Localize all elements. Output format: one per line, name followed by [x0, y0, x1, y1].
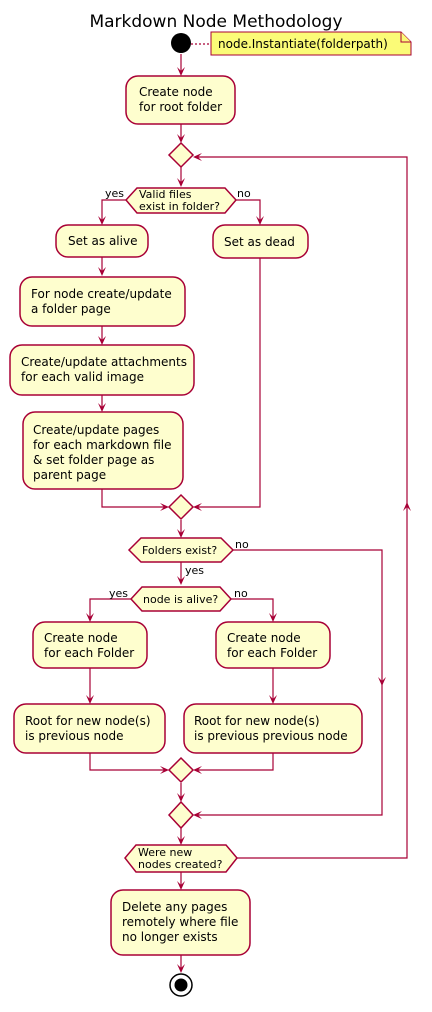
- merge-valid-branches: [167, 493, 195, 521]
- svg-text:for each Folder: for each Folder: [44, 646, 134, 660]
- svg-text:for each valid image: for each valid image: [21, 370, 144, 384]
- label-folders-yes: yes: [185, 564, 204, 577]
- diagram-title: Markdown Node Methodology: [89, 12, 342, 32]
- decision-new-nodes: Were new nodes created?: [124, 844, 238, 873]
- note-text: node.Instantiate(folderpath): [218, 37, 388, 51]
- svg-text:is previous node: is previous node: [25, 729, 123, 743]
- svg-text:Root for new node(s): Root for new node(s): [25, 714, 151, 728]
- merge-alive-branches: [167, 756, 195, 784]
- label-alive-no: no: [234, 587, 248, 600]
- svg-text:node is alive?: node is alive?: [143, 593, 218, 606]
- svg-text:Were new: Were new: [138, 846, 192, 859]
- decision-node-alive: node is alive?: [129, 586, 233, 612]
- activity-create-root: Create node for root folder: [125, 75, 236, 125]
- svg-text:parent page: parent page: [33, 468, 106, 482]
- svg-text:remotely where file: remotely where file: [122, 915, 238, 929]
- label-folders-no: no: [235, 538, 249, 551]
- label-alive-yes: yes: [109, 587, 128, 600]
- merge-folders-branches: [167, 800, 195, 830]
- svg-text:Create node: Create node: [44, 631, 118, 645]
- svg-text:For node create/update: For node create/update: [31, 287, 172, 301]
- start-node: [171, 33, 191, 53]
- decision-valid-files: Valid files exist in folder?: [125, 187, 237, 214]
- decision-folders-exist: Folders exist?: [127, 537, 235, 563]
- svg-text:no longer exists: no longer exists: [122, 930, 218, 944]
- activity-create-node-dead: Create node for each Folder: [215, 621, 331, 669]
- svg-text:for root folder: for root folder: [139, 100, 222, 114]
- svg-text:Folders exist?: Folders exist?: [142, 544, 217, 557]
- svg-text:exist in folder?: exist in folder?: [139, 200, 220, 213]
- activity-delete-pages: Delete any pages remotely where file no …: [110, 889, 251, 956]
- label-valid-no: no: [237, 187, 251, 200]
- svg-text:is previous previous node: is previous previous node: [194, 729, 348, 743]
- svg-text:Root for new node(s): Root for new node(s): [194, 714, 320, 728]
- svg-text:nodes created?: nodes created?: [138, 858, 223, 871]
- svg-text:for each markdown file: for each markdown file: [33, 438, 171, 452]
- activity-root-previous: Root for new node(s) is previous node: [13, 703, 166, 754]
- svg-text:Valid files: Valid files: [139, 188, 192, 201]
- svg-text:a folder page: a folder page: [31, 302, 111, 316]
- activity-root-previous-previous: Root for new node(s) is previous previou…: [183, 703, 363, 754]
- svg-text:Delete any pages: Delete any pages: [122, 900, 227, 914]
- svg-text:Create node: Create node: [139, 85, 213, 99]
- activity-set-alive: Set as alive: [55, 224, 149, 258]
- activity-create-node-alive: Create node for each Folder: [32, 621, 148, 669]
- note: node.Instantiate(folderpath): [210, 31, 412, 56]
- svg-text:& set folder page as: & set folder page as: [33, 453, 154, 467]
- edges: [86, 54, 411, 973]
- svg-text:Set as alive: Set as alive: [68, 234, 137, 248]
- activity-set-dead: Set as dead: [212, 224, 309, 259]
- svg-text:Create node: Create node: [227, 631, 301, 645]
- svg-text:Create/update attachments: Create/update attachments: [21, 355, 187, 369]
- activity-folder-page: For node create/update a folder page: [19, 276, 186, 327]
- end-node: [169, 973, 193, 997]
- label-valid-yes: yes: [105, 187, 124, 200]
- activity-markdown-pages: Create/update pages for each markdown fi…: [22, 411, 184, 490]
- svg-text:Set as dead: Set as dead: [224, 235, 295, 249]
- svg-text:Create/update pages: Create/update pages: [33, 423, 159, 437]
- merge-loop-start: [167, 141, 195, 169]
- svg-text:for each Folder: for each Folder: [227, 646, 317, 660]
- activity-attachments: Create/update attachments for each valid…: [9, 344, 195, 396]
